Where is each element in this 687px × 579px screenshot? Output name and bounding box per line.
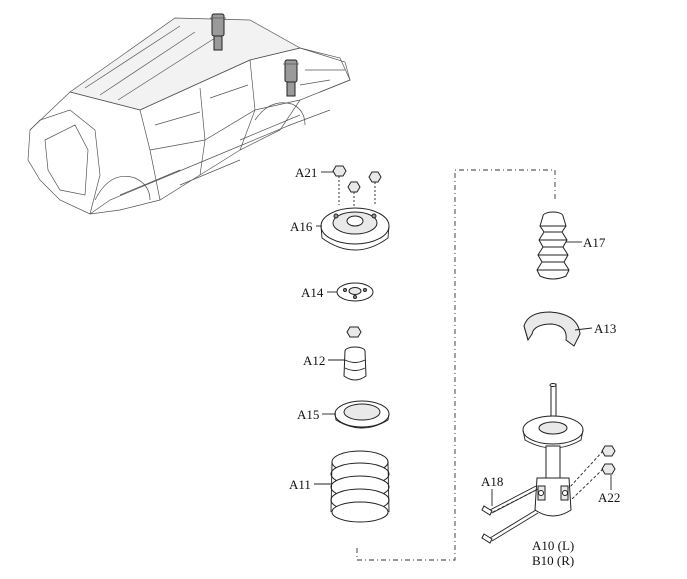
- assembly-group-outline: [356, 169, 556, 561]
- vehicle-body-illustration: [27, 13, 351, 215]
- dust-boot-a17-part: [536, 211, 570, 280]
- strut-nut-a22-part: [568, 445, 616, 501]
- label-a18: A18: [481, 474, 503, 489]
- bump-stop-a12-part: [343, 346, 367, 381]
- label-a16: A16: [290, 219, 313, 234]
- label-a10-left: A10 (L): [532, 538, 574, 553]
- label-a17: A17: [583, 235, 606, 250]
- strut-nut-part: [346, 326, 362, 338]
- label-a12: A12: [303, 353, 325, 368]
- strut-bolt-a18-part: [481, 485, 539, 544]
- leader-lines: [314, 171, 612, 506]
- label-a13: A13: [594, 321, 616, 336]
- label-a21: A21: [295, 165, 317, 180]
- label-b10-right: B10 (R): [532, 553, 574, 568]
- upper-strut-mount-a16-part: [320, 207, 390, 251]
- nut-a21-part: [332, 165, 382, 210]
- spring-insulator-a13-part: [523, 311, 581, 347]
- coil-spring-a11-part: [330, 450, 390, 523]
- spring-seat-a15-part: [334, 400, 390, 429]
- label-a14: A14: [301, 285, 324, 300]
- strut-assembly-a10-b10-part: [522, 383, 584, 517]
- label-a15: A15: [297, 407, 319, 422]
- label-a11: A11: [289, 477, 311, 492]
- label-a22: A22: [598, 490, 620, 505]
- bearing-plate-a14-part: [336, 282, 374, 302]
